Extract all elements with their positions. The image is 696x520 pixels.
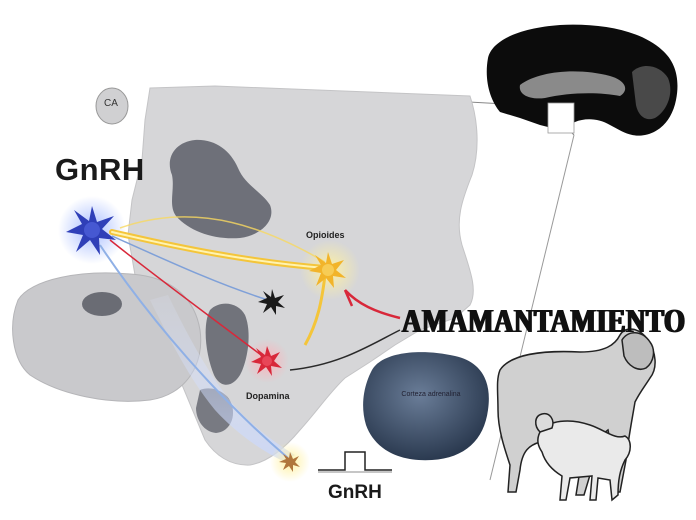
corteza-label: Corteza adrenalina	[401, 390, 461, 399]
brain-inset-box	[548, 103, 574, 133]
amamantamiento-label: AMAMANTAMIENTO	[402, 302, 686, 341]
gnrh-pulse-label: GnRH	[328, 482, 382, 504]
ca-label: CA	[104, 98, 118, 109]
brain-silhouette-icon	[487, 25, 678, 136]
gnrh-title-label: GnRH	[55, 152, 145, 188]
pulse-waveform-icon	[318, 452, 392, 470]
dark-nucleus	[82, 292, 122, 316]
adrenal-cortex	[363, 352, 489, 460]
opioides-label: Opioides	[306, 230, 345, 240]
dopamina-label: Dopamina	[246, 391, 290, 401]
